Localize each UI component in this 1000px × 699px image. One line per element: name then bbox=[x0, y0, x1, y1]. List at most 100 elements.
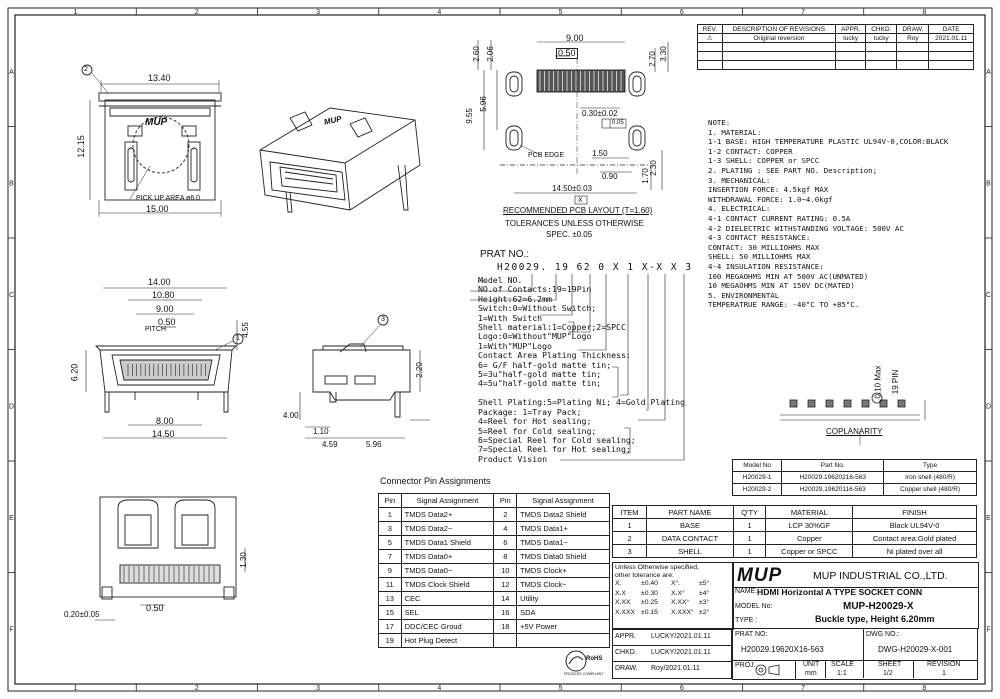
product-name: HDMI Horizontal A TYPE SOCKET CONN bbox=[757, 587, 923, 597]
revision-header-cell: DRAW. bbox=[896, 24, 930, 34]
prat-line: NO.of Contacts:19=19Pin bbox=[478, 284, 592, 295]
pin-cell: 11 bbox=[378, 577, 402, 592]
dim-12-15: 12.15 bbox=[75, 135, 86, 158]
pcb-dim-2-60: 2.60 bbox=[471, 46, 481, 62]
pin-cell: TMDS Clock Shield bbox=[400, 577, 495, 592]
grid-col-bottom: 4 bbox=[437, 685, 441, 692]
tolerance-cell: ±0.15 bbox=[641, 608, 658, 616]
prat-line: Product Vision bbox=[478, 453, 548, 464]
pin-cell: TMDS Data2+ bbox=[400, 507, 495, 522]
revision-header-cell: DESCRIPTION OF REVISIONS bbox=[721, 24, 837, 34]
coplanarity-label: COPLANARITY bbox=[826, 427, 883, 436]
pin-cell: 6 bbox=[493, 535, 518, 550]
pin-cell: SEL bbox=[400, 605, 495, 620]
revision-header-cell: REV. bbox=[697, 24, 723, 34]
bottom-dim-0-20: 0.20±0.05 bbox=[64, 610, 100, 619]
bottom-dim-1-30: 1.30 bbox=[238, 552, 248, 568]
grid-row-left: F bbox=[9, 626, 13, 633]
note-line: SHELL: 50 MILLIOHMS MAX bbox=[708, 252, 811, 262]
prat-line: Logo:0=Without"MUP"Logo bbox=[478, 331, 592, 342]
bom-cell: Ni plated over all bbox=[852, 544, 977, 558]
pin-cell: 19 bbox=[378, 633, 402, 648]
bom-cell: 3 bbox=[611, 544, 648, 558]
front-dim-14-00: 14.00 bbox=[148, 277, 171, 287]
prat-line: 7=Special Reel for Hot sealing; bbox=[478, 444, 631, 455]
name-label: NAME: bbox=[735, 588, 758, 595]
draw-value: Roy/2021.01.11 bbox=[651, 665, 700, 672]
revision-header-cell: DATE bbox=[928, 24, 974, 34]
model-cell: Iron shell (480/R) bbox=[883, 471, 977, 484]
appr-label: APPR. bbox=[615, 633, 637, 640]
bom-header-cell: Q'TY bbox=[732, 505, 767, 519]
grid-row-left: E bbox=[9, 515, 14, 522]
pcb-layout bbox=[477, 40, 669, 205]
side-view bbox=[299, 314, 430, 439]
pcb-dim-2-30: 2.30 bbox=[648, 160, 658, 176]
pcb-caption-2: TOLERANCES UNLESS OTHERWISE bbox=[505, 219, 644, 228]
grid-row-right: B bbox=[986, 180, 991, 187]
pin-cell: TMDS Data0− bbox=[400, 563, 495, 578]
pin-cell: 5 bbox=[378, 535, 402, 550]
prat-line: 6= G/F half-gold matte tin; bbox=[478, 359, 612, 370]
prat-line: Package: 1=Tray Pack; bbox=[478, 406, 582, 417]
frame-grid-marks bbox=[8, 8, 992, 691]
pin-header-cell: Pin bbox=[493, 493, 518, 508]
grid-col-top: 3 bbox=[316, 9, 320, 16]
pcb-dim-0-05: 0.05 bbox=[612, 120, 624, 126]
grid-row-left: B bbox=[9, 180, 14, 187]
type-value: Buckle type, Height 6.20mm bbox=[815, 614, 935, 624]
tolerance-cell: X. bbox=[615, 580, 622, 587]
pin-cell: TMDS Data0+ bbox=[400, 549, 495, 564]
revision-cell: lucky bbox=[865, 33, 898, 43]
notes-title: NOTE: bbox=[708, 118, 731, 127]
pin-cell: TMDS Data1+ bbox=[516, 521, 610, 536]
pcb-dim-2-06: 2.06 bbox=[485, 46, 495, 62]
note-line: 1-1 BASE: HIGH TEMPERATURE PLASTIC UL94V… bbox=[708, 137, 949, 147]
note-line: CONTACT: 30 MILLIOHMS MAX bbox=[708, 242, 820, 252]
note-line: 4-4 INSULATION RESISTANCE: bbox=[708, 261, 824, 271]
note-line: WITHDRAWAL FORCE: 1.0~4.0kgf bbox=[708, 194, 833, 204]
pin-cell: +5V Power bbox=[516, 619, 610, 634]
note-line: 1-2 CONTACT: COPPER bbox=[708, 146, 793, 156]
pin-cell: 7 bbox=[378, 549, 402, 564]
note-line: 3. MECHANICAL: bbox=[708, 175, 771, 185]
prat-leaders bbox=[470, 274, 685, 461]
pin-cell: Utility bbox=[516, 591, 610, 606]
tolerance-cell: ±3° bbox=[699, 599, 710, 606]
sheet-label: SHEET bbox=[878, 661, 902, 668]
pickup-area-label: PICK UP AREA ø6.0 bbox=[136, 195, 201, 202]
grid-col-top: 7 bbox=[801, 9, 805, 16]
rohs-sub: PROCESS COMPLIANT bbox=[564, 672, 604, 676]
projection-symbol-icon bbox=[755, 664, 780, 676]
tolerance-cell: ±0.40 bbox=[641, 580, 658, 587]
bom-cell: LCP 30%GF bbox=[765, 518, 854, 532]
pin-cell: 18 bbox=[493, 619, 518, 634]
company-logo: MUP bbox=[737, 565, 783, 586]
grid-col-bottom: 2 bbox=[195, 685, 199, 692]
front-dim-9-00: 9.00 bbox=[156, 304, 174, 314]
company-header: MUP MUP INDUSTRIAL CO.,LTD. bbox=[732, 562, 979, 588]
revision-header-cell: APPR. bbox=[835, 24, 867, 34]
unit-value: mm bbox=[805, 670, 817, 677]
pcb-edge-label: PCB EDGE bbox=[528, 152, 565, 159]
note-line: 2. PLATING : SEE PART NO. Description; bbox=[708, 165, 878, 175]
grid-col-bottom: 6 bbox=[680, 685, 684, 692]
note-line: 4-3 CONTACT RESISTANCE: bbox=[708, 233, 811, 243]
grid-row-left: C bbox=[9, 292, 14, 299]
bom-header-cell: PART NAME bbox=[646, 505, 734, 519]
prat-title: PRAT NO.: bbox=[480, 249, 530, 260]
tolerance-cell: X°. bbox=[671, 580, 681, 587]
grid-row-left: D bbox=[9, 403, 14, 410]
pin-cell: SDA bbox=[516, 605, 610, 620]
warning-icon: ⚠ bbox=[706, 35, 713, 42]
bom-cell: SHELL bbox=[646, 544, 734, 558]
side-dim-5-96: 5.96 bbox=[366, 440, 382, 449]
